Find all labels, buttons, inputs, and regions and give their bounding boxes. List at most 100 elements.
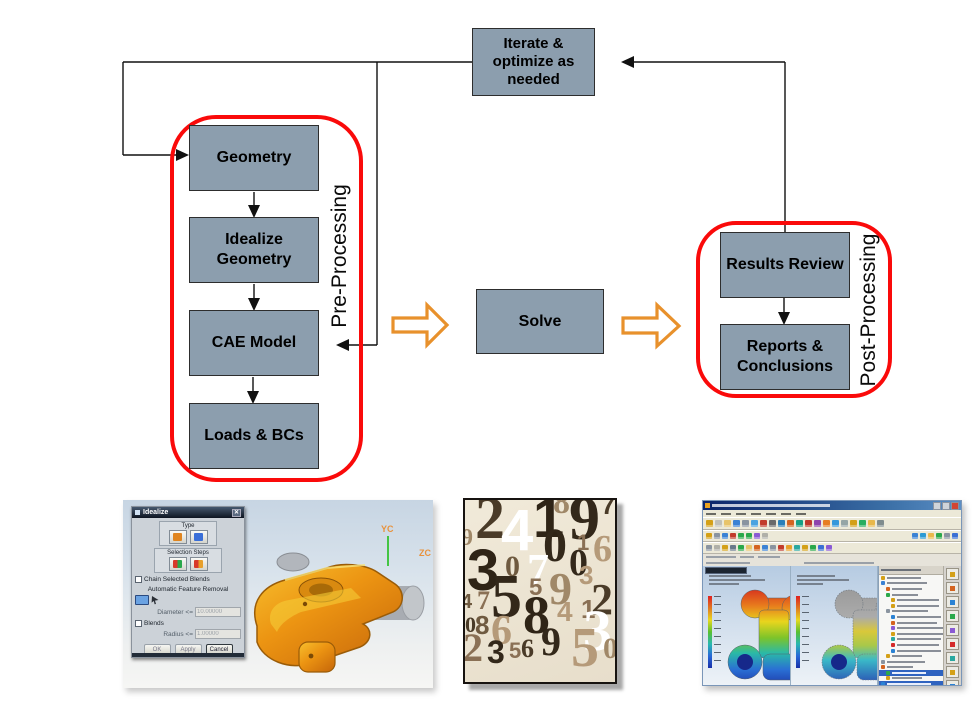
toolbar-icon[interactable] (877, 520, 884, 527)
toolbar-icon[interactable] (714, 545, 720, 551)
toolbar-icon[interactable] (796, 520, 803, 527)
toolbar-icon[interactable] (706, 545, 712, 551)
tree-row[interactable] (879, 581, 943, 587)
tree-row[interactable] (879, 648, 943, 654)
toolbar-icon[interactable] (868, 520, 875, 527)
close-icon[interactable]: ✕ (231, 508, 241, 517)
toolbar-icon[interactable] (912, 533, 918, 539)
side-toolbar-icon[interactable] (946, 680, 959, 685)
side-toolbar-icon[interactable] (946, 568, 959, 580)
toolbar-icon[interactable] (928, 533, 934, 539)
toolbar-icon[interactable] (724, 520, 731, 527)
tree-row[interactable] (879, 614, 943, 620)
toolbar-icon[interactable] (952, 533, 958, 539)
tree-row[interactable] (879, 681, 943, 685)
tree-row[interactable] (879, 592, 943, 598)
toolbar-icon[interactable] (832, 520, 839, 527)
close-icon[interactable] (951, 501, 959, 510)
cursor-icon (151, 596, 159, 605)
toolbar-icon[interactable] (722, 545, 728, 551)
minimize-icon[interactable] (933, 501, 941, 510)
toolbar-icon[interactable] (714, 533, 720, 539)
toolbar-icon[interactable] (760, 520, 767, 527)
toolbar-icon[interactable] (787, 520, 794, 527)
toolbar-icon[interactable] (706, 533, 712, 539)
post-navigator-header[interactable] (879, 566, 943, 575)
toolbar-icon[interactable] (738, 533, 744, 539)
side-toolbar-icon[interactable] (946, 624, 959, 636)
type-option-button-1[interactable] (168, 530, 187, 544)
fea-viewport-left[interactable] (703, 566, 791, 685)
toolbar-icon[interactable] (786, 545, 792, 551)
toolbar-icon[interactable] (742, 520, 749, 527)
tree-row[interactable] (879, 625, 943, 631)
toolbar-icon[interactable] (802, 545, 808, 551)
tree-row[interactable] (879, 653, 943, 659)
toolbar-icon[interactable] (814, 520, 821, 527)
toolbar-icon[interactable] (722, 533, 728, 539)
toolbar-icon[interactable] (944, 533, 950, 539)
tree-row[interactable] (879, 642, 943, 648)
side-toolbar-icon[interactable] (946, 638, 959, 650)
toolbar-icon[interactable] (778, 520, 785, 527)
toolbar-icon[interactable] (770, 545, 776, 551)
tree-row[interactable] (879, 631, 943, 637)
toolbar-icon[interactable] (715, 520, 722, 527)
toolbar-icon[interactable] (751, 520, 758, 527)
toolbar-icon[interactable] (794, 545, 800, 551)
toolbar-icon[interactable] (706, 520, 713, 527)
toolbar-icon[interactable] (823, 520, 830, 527)
feature-select-icon[interactable] (135, 595, 149, 605)
toolbar-icon[interactable] (762, 533, 768, 539)
toolbar-icon[interactable] (762, 545, 768, 551)
toolbar-icon[interactable] (810, 545, 816, 551)
toolbar-icon[interactable] (805, 520, 812, 527)
tree-row[interactable] (879, 586, 943, 592)
toolbar-icon[interactable] (818, 545, 824, 551)
tree-row[interactable] (879, 665, 943, 671)
tree-row[interactable] (879, 609, 943, 615)
toolbar-icon[interactable] (850, 520, 857, 527)
idealize-dialog-titlebar[interactable]: Idealize ✕ (132, 507, 244, 518)
fea-viewport-right[interactable] (790, 566, 878, 685)
toolbar-icon[interactable] (754, 545, 760, 551)
selection-step-button-2[interactable] (189, 557, 208, 571)
tree-row[interactable] (879, 620, 943, 626)
toolbar-icon[interactable] (769, 520, 776, 527)
toolbar-icon[interactable] (730, 533, 736, 539)
toolbar-icon[interactable] (733, 520, 740, 527)
toolbar-icon[interactable] (826, 545, 832, 551)
diameter-input[interactable] (195, 607, 241, 617)
side-toolbar-icon[interactable] (946, 596, 959, 608)
tree-row[interactable] (879, 575, 943, 581)
tree-row[interactable] (879, 670, 943, 676)
toolbar-icon[interactable] (841, 520, 848, 527)
tree-row[interactable] (879, 597, 943, 603)
chain-selected-blends-checkbox[interactable]: Chain Selected Blends (135, 576, 241, 583)
tree-row[interactable] (879, 603, 943, 609)
toolbar-icon[interactable] (746, 533, 752, 539)
toolbar-icon[interactable] (730, 545, 736, 551)
digit: 5 (509, 638, 522, 663)
tree-row[interactable] (879, 659, 943, 665)
maximize-icon[interactable] (942, 501, 950, 510)
fea-menubar[interactable] (703, 510, 961, 517)
toolbar-icon[interactable] (754, 533, 760, 539)
toolbar-icon[interactable] (778, 545, 784, 551)
toolbar-icon[interactable] (920, 533, 926, 539)
tree-row[interactable] (879, 676, 943, 682)
selection-step-button-1[interactable] (168, 557, 187, 571)
side-toolbar-icon[interactable] (946, 666, 959, 678)
blends-checkbox[interactable]: Blends (135, 620, 241, 627)
fea-titlebar[interactable] (703, 501, 961, 510)
radius-input[interactable] (195, 629, 241, 639)
tree-row[interactable] (879, 637, 943, 643)
toolbar-icon[interactable] (746, 545, 752, 551)
toolbar-icon[interactable] (738, 545, 744, 551)
toolbar-icon[interactable] (936, 533, 942, 539)
side-toolbar-icon[interactable] (946, 652, 959, 664)
side-toolbar-icon[interactable] (946, 582, 959, 594)
type-option-button-2[interactable] (189, 530, 208, 544)
side-toolbar-icon[interactable] (946, 610, 959, 622)
toolbar-icon[interactable] (859, 520, 866, 527)
